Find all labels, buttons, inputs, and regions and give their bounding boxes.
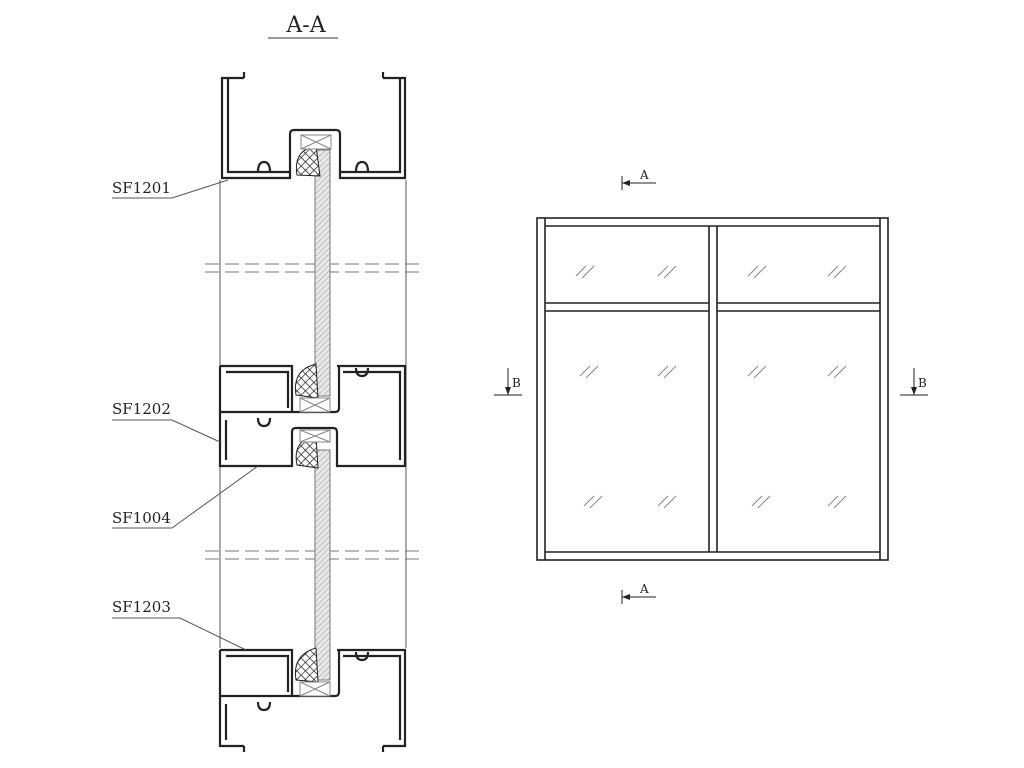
glass-reflection-marks (575, 265, 847, 509)
profile-sf1202 (218, 363, 407, 469)
section-title: A-A (285, 13, 326, 38)
profile-sf1203 (218, 647, 407, 752)
glass-pane (314, 149, 331, 397)
label-sf1201: SF1201 (112, 179, 171, 197)
profile-sf1201 (220, 72, 407, 180)
svg-text:A: A (639, 582, 649, 596)
label-sf1004: SF1004 (112, 509, 171, 527)
section-mark-b-right: B (900, 368, 928, 396)
label-sf1202: SF1202 (112, 400, 171, 418)
svg-text:A: A (639, 168, 649, 182)
svg-text:B: B (918, 376, 927, 390)
section-mark-b-left: B (494, 368, 522, 396)
label-sf1203: SF1203 (112, 598, 171, 616)
section-mark-a-bottom: A (621, 582, 656, 604)
glass-pane (314, 449, 331, 681)
window-frame (536, 217, 889, 561)
svg-text:B: B (512, 376, 521, 390)
section-mark-a-top: A (621, 168, 656, 190)
section-view: A-A (112, 13, 420, 752)
elevation-view: A A B B (494, 168, 928, 604)
